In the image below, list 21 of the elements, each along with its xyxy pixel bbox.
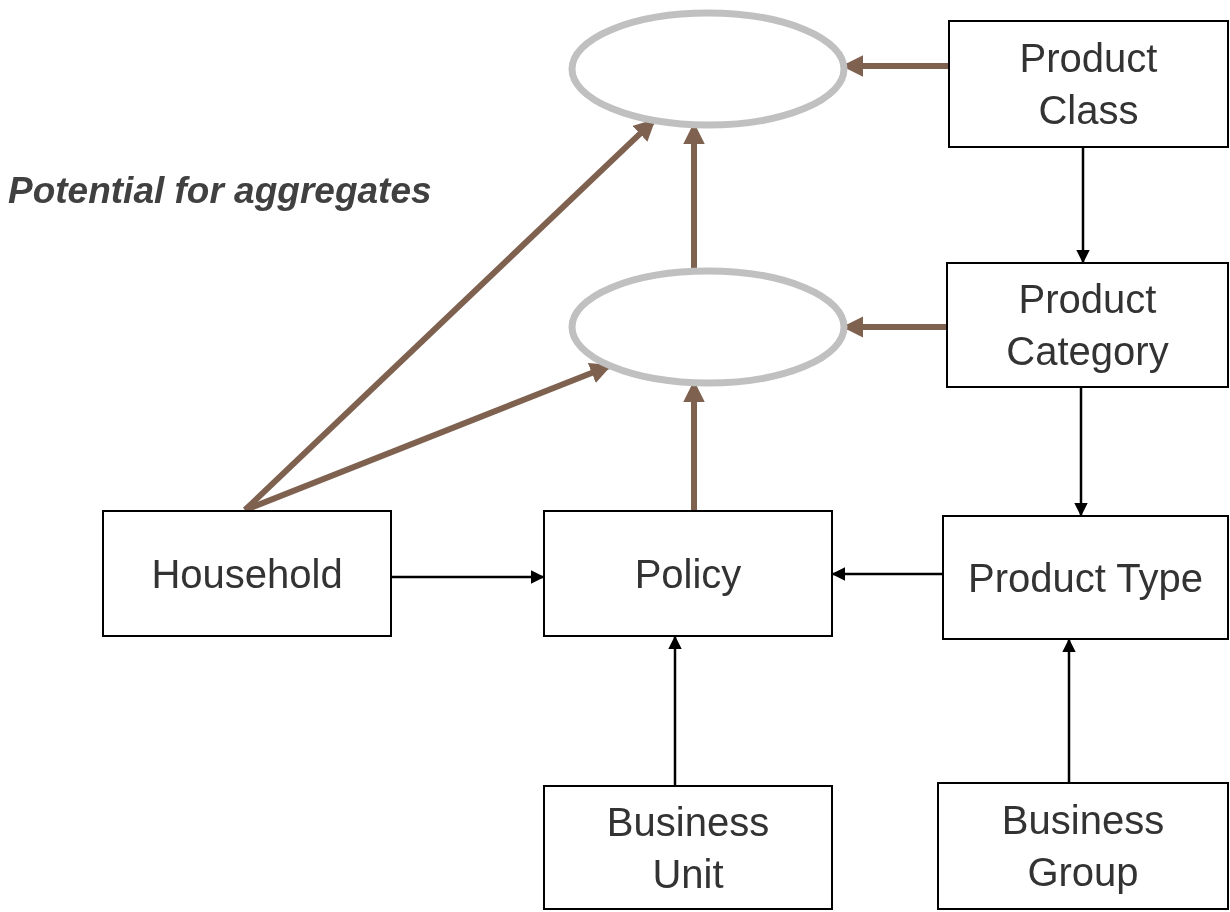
node-label: Business Unit	[605, 798, 771, 898]
node-label: Policy	[634, 550, 742, 598]
arrow	[668, 635, 682, 785]
entity-box	[543, 510, 833, 637]
node-label: Product Type	[968, 554, 1203, 602]
arrow	[1076, 148, 1090, 264]
node-label: Product Class	[1018, 35, 1159, 134]
arrow	[392, 570, 545, 584]
entity-box	[946, 262, 1229, 388]
arrow	[1062, 638, 1076, 782]
node-label: Household	[151, 550, 343, 598]
entity-box	[937, 782, 1229, 910]
entity-box	[948, 20, 1229, 148]
entity-box	[543, 785, 833, 910]
node-label: Product Category	[1005, 276, 1170, 375]
arrow	[1074, 388, 1088, 517]
entity-box	[102, 510, 392, 637]
node-label: Business Group	[1000, 797, 1166, 896]
arrow	[243, 362, 612, 513]
entity-box	[942, 515, 1229, 640]
note-text: Potential for aggregates	[8, 170, 432, 212]
